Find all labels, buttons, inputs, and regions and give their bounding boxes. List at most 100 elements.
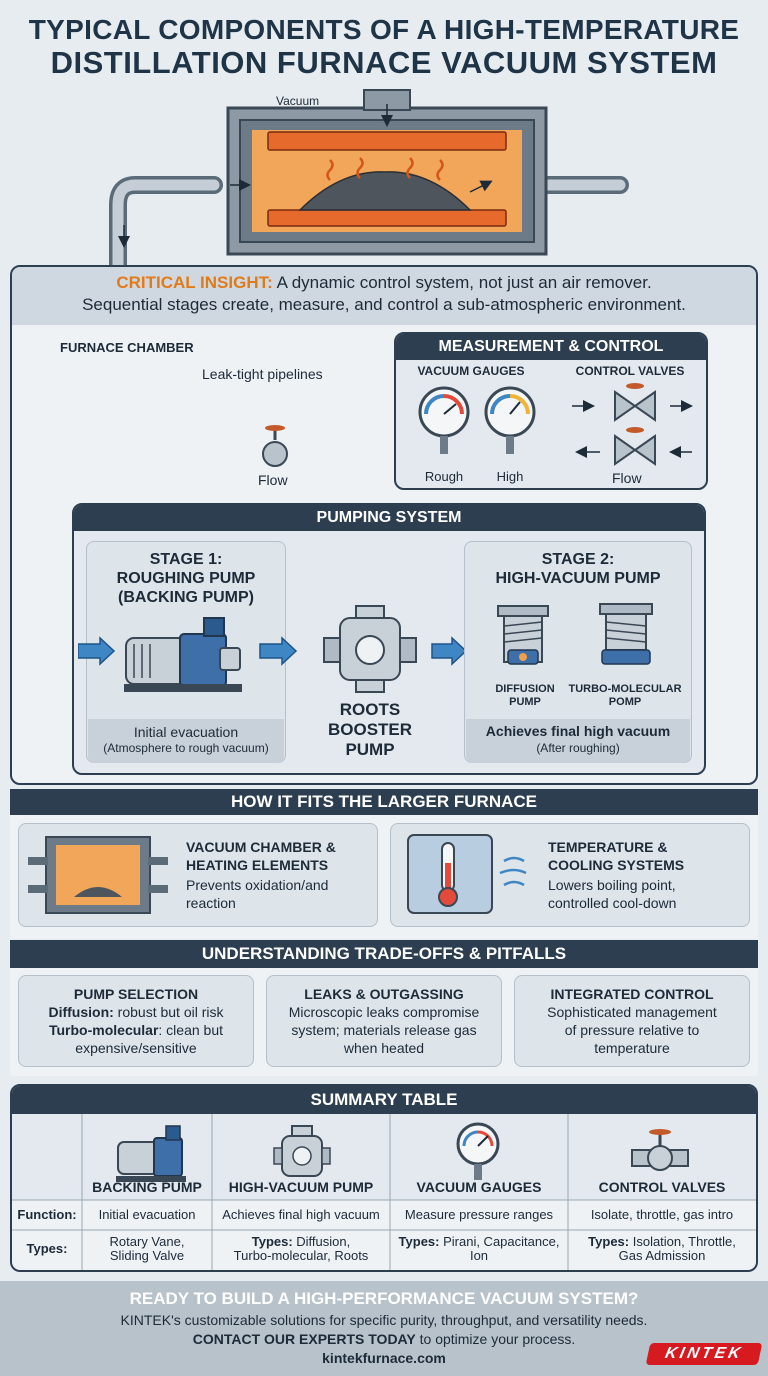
summary-types-1-prefix: Types:: [251, 1234, 293, 1249]
summary-col-backing: BACKING PUMP: [92, 1179, 202, 1195]
flow-label-right: Flow: [612, 470, 642, 486]
insight-text: CRITICAL INSIGHT: A dynamic control syst…: [0, 272, 768, 316]
tradeoff-c3-l2: of pressure relative to: [564, 1022, 700, 1038]
valve-icon: [262, 425, 288, 467]
stage2-sub: (After roughing): [536, 741, 620, 755]
stage1-desc-bg: [88, 719, 284, 763]
insight-prefix: CRITICAL INSIGHT:: [116, 273, 273, 292]
fits-card2-d1: Lowers boiling point,: [548, 877, 676, 893]
roots-line-1: ROOTS: [339, 700, 401, 719]
tradeoff-card-leaks: [266, 975, 502, 1067]
summary-types-3-l1: Isolation, Throttle,: [629, 1234, 736, 1249]
footer-headline: READY TO BUILD A HIGH-PERFORMANCE VACUUM…: [129, 1289, 639, 1308]
stage2-desc-bg: [466, 719, 690, 763]
summary-function-2: Measure pressure ranges: [404, 1207, 554, 1222]
gauge-high-label: High: [496, 469, 524, 484]
fits-header: HOW IT FITS THE LARGER FURNACE: [10, 789, 758, 815]
title-line-2: DISTILLATION FURNACE VACUUM SYSTEM: [50, 45, 718, 80]
summary-types-3: Types: Isolation, Throttle, Gas Admissio…: [568, 1235, 756, 1263]
stage2-desc: Achieves final high vacuum: [485, 723, 671, 739]
tradeoff-c1-a-text: robust but oil risk: [113, 1004, 224, 1020]
fits-card1-t1: VACUUM CHAMBER &: [186, 839, 336, 855]
fits-card2-t1: TEMPERATURE &: [548, 839, 668, 855]
summary-function-3: Isolate, throttle, gas intro: [590, 1207, 734, 1222]
stage2-title-1: STAGE 2:: [541, 551, 615, 568]
fits-card1-title: VACUUM CHAMBER & HEATING ELEMENTS: [186, 838, 336, 874]
footer-cta-rest: to optimize your process.: [415, 1331, 576, 1347]
stage2-title-2: HIGH-VACUUM PUMP: [495, 570, 661, 587]
kintek-logo: KINTEK: [645, 1343, 763, 1365]
pumping-system-header: PUMPING SYSTEM: [74, 505, 704, 531]
tradeoff-c1-b-text: : clean but: [158, 1022, 224, 1038]
fits-card2-title: TEMPERATURE & COOLING SYSTEMS: [548, 838, 684, 874]
gauge-rough-label: Rough: [424, 469, 464, 484]
summary-row-types: Types:: [26, 1241, 68, 1256]
fits-card1-desc: Prevents oxidation/and reaction: [186, 876, 328, 912]
turbo-line-1: TURBO-MOLECULAR: [568, 683, 682, 695]
footer-line-1: KINTEK's customizable solutions for spec…: [120, 1312, 648, 1328]
fits-card2-t2: COOLING SYSTEMS: [548, 857, 685, 873]
tradeoff-c2-l2: system; materials release gas: [291, 1022, 477, 1038]
fits-card2-desc: Lowers boiling point, controlled cool-do…: [548, 876, 676, 912]
high-vacuum-pumps-icon: [497, 603, 653, 665]
fits-card1-d2: reaction: [186, 895, 236, 911]
summary-types-2: Types: Pirani, Capacitance, Ion: [390, 1235, 568, 1263]
vacuum-chamber-icon: [28, 836, 168, 914]
furnace-chamber-label: FURNACE CHAMBER: [60, 340, 194, 355]
page-title: TYPICAL COMPONENTS OF A HIGH-TEMPERATURE…: [0, 14, 768, 80]
tradeoff-c3-title: INTEGRATED CONTROL: [550, 986, 714, 1002]
summary-col-gauges: VACUUM GAUGES: [416, 1179, 542, 1195]
tradeoff-c1-c-text: expensive/sensitive: [75, 1040, 197, 1056]
stage1-title-1: STAGE 1:: [149, 551, 223, 568]
diffusion-line-1: DIFFUSION: [495, 683, 555, 695]
insight-line-1: A dynamic control system, not just an ai…: [272, 273, 652, 292]
control-valves-label: CONTROL VALVES: [575, 364, 685, 378]
stage1-title: STAGE 1: ROUGHING PUMP (BACKING PUMP): [86, 550, 286, 607]
footer-cta-bold[interactable]: CONTACT OUR EXPERTS TODAY: [192, 1331, 416, 1347]
control-valve-icons: [572, 383, 693, 466]
footer: [0, 1281, 768, 1376]
summary-function-0: Initial evacuation: [98, 1207, 196, 1222]
summary-col-valves: CONTROL VALVES: [598, 1179, 726, 1195]
vacuum-label: Vacuum: [276, 94, 320, 108]
flow-label-left: Flow: [258, 472, 288, 488]
thermometer-icon: [407, 834, 527, 914]
tradeoff-c1-b-bold: Turbo-molecular: [48, 1022, 159, 1038]
summary-types-2-l1: Pirani, Capacitance,: [439, 1234, 560, 1249]
roots-booster-icon: [323, 605, 417, 693]
tradeoff-c3-l3: temperature: [594, 1040, 670, 1056]
roots-line-3: PUMP: [345, 740, 395, 759]
footer-cta: CONTACT OUR EXPERTS TODAY to optimize yo…: [0, 1331, 768, 1347]
summary-header: SUMMARY TABLE: [12, 1086, 756, 1114]
roots-line-2: BOOSTER: [327, 720, 413, 739]
turbo-pump-label: TURBO-MOLECULAR POMP: [562, 683, 688, 709]
diffusion-line-2: PUMP: [509, 696, 541, 708]
summary-types-0-l2: Sliding Valve: [109, 1248, 185, 1263]
summary-types-0-l1: Rotary Vane,: [109, 1234, 185, 1249]
roots-booster-label: ROOTS BOOSTER PUMP: [318, 700, 422, 760]
tradeoffs-header: UNDERSTANDING TRADE-OFFS & PITFALLS: [10, 940, 758, 968]
tradeoff-leaks: LEAKS & OUTGASSING Microscopic leaks com…: [266, 985, 502, 1057]
stage2-title: STAGE 2: HIGH-VACUUM PUMP: [464, 550, 692, 588]
roughing-pump-icon: [124, 617, 242, 692]
stage1-sub: (Atmosphere to rough vacuum): [103, 741, 269, 755]
insight-banner: [12, 267, 756, 325]
pipeline-label: Leak-tight pipelines: [202, 366, 323, 382]
flow-arrows: [78, 636, 468, 666]
vacuum-gauges-label: VACUUM GAUGES: [417, 364, 525, 378]
summary-row-function: Function:: [17, 1207, 77, 1222]
stage1-title-2: ROUGHING PUMP: [116, 570, 256, 587]
insight-line-2: Sequential stages create, measure, and c…: [82, 295, 686, 314]
footer-url-link[interactable]: kintekfurnace.com: [322, 1350, 446, 1366]
tradeoff-card-pump-selection: [18, 975, 254, 1067]
summary-types-1-l1: Diffusion,: [292, 1234, 351, 1249]
tradeoff-card-integrated: [514, 975, 750, 1067]
summary-types-1: Types: Diffusion, Turbo-molecular, Roots: [212, 1235, 390, 1263]
summary-function-1: Achieves final high vacuum: [222, 1207, 380, 1222]
tradeoff-c3-l1: Sophisticated management: [547, 1004, 717, 1020]
stage1-title-3: (BACKING PUMP): [118, 589, 254, 606]
summary-col-highvac: HIGH-VACUUM PUMP: [228, 1179, 374, 1195]
diffusion-pump-label: DIFFUSION PUMP: [480, 683, 570, 709]
summary-table-grid: [12, 1114, 756, 1270]
gauge-icons: [418, 386, 536, 454]
